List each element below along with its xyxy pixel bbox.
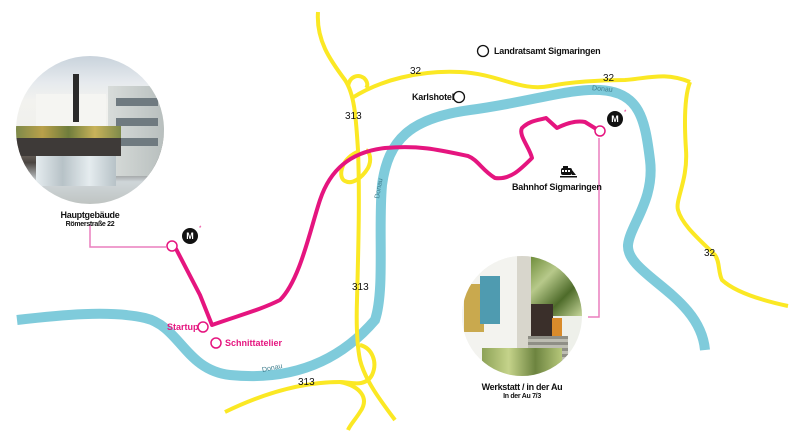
road-label-32-west: 32 — [410, 66, 422, 77]
workshop-title: Werkstatt / in der Au — [481, 382, 563, 392]
workshop-photo — [462, 256, 582, 376]
poi-startup-label[interactable]: Startup — [167, 322, 199, 332]
connector-main-building — [89, 225, 166, 248]
road-label-32-southeast: 32 — [704, 248, 716, 259]
station-schnittatelier[interactable] — [210, 337, 222, 349]
poi-karlshotel-marker[interactable] — [452, 90, 466, 104]
workshop-address: In der Au 7/3 — [503, 393, 541, 400]
road-label-313-north: 313 — [345, 111, 362, 122]
main-building-title: Hauptgebäude — [60, 210, 120, 220]
river-donau — [16, 84, 710, 382]
metro-star-main: * — [199, 226, 202, 232]
train-icon — [560, 166, 577, 178]
station-startup[interactable] — [197, 321, 209, 333]
main-building-address: Römerstraße 22 — [65, 221, 115, 228]
station-main-building[interactable] — [166, 240, 178, 252]
poi-schnittatelier-label[interactable]: Schnittatelier — [225, 338, 283, 348]
metro-badge-workshop: M — [607, 111, 623, 127]
poi-bahnhof-label[interactable]: Bahnhof Sigmaringen — [512, 182, 602, 192]
poi-karlshotel-label[interactable]: Karlshotel — [412, 92, 455, 102]
connector-workshop — [588, 138, 600, 318]
route-line — [172, 116, 600, 327]
metro-star-workshop: * — [624, 110, 627, 116]
main-building-photo — [16, 56, 164, 204]
road-label-313-bottom: 313 — [298, 377, 315, 388]
metro-badge-main: M — [182, 228, 198, 244]
poi-landratsamt-marker[interactable] — [476, 44, 490, 58]
station-workshop[interactable] — [594, 125, 606, 137]
poi-landratsamt-label[interactable]: Landratsamt Sigmaringen — [494, 46, 601, 56]
road-network — [224, 11, 789, 431]
road-label-313-south: 313 — [352, 282, 369, 293]
road-label-32-east: 32 — [603, 73, 615, 84]
